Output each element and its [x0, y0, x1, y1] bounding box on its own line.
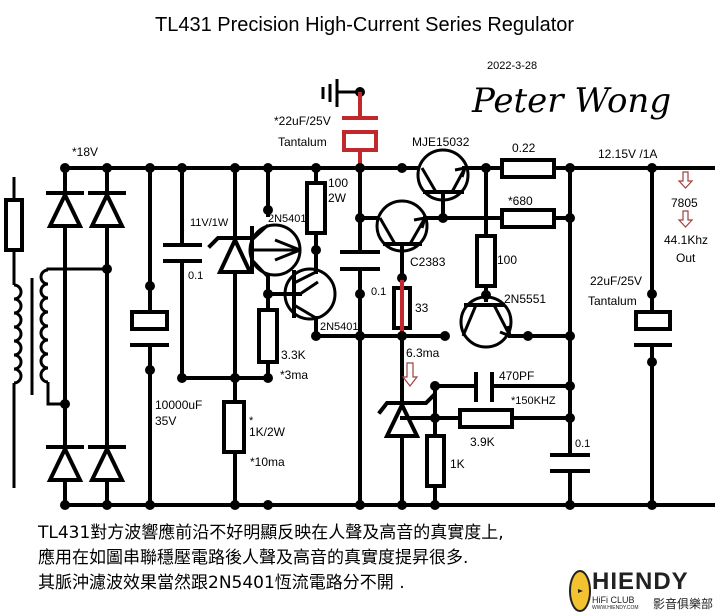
resistor-1k-2w: [222, 400, 246, 454]
regulator-7805-label: 7805: [671, 196, 698, 210]
note-line-3: 其脈沖濾波效果當然跟2N5401恆流電路分不開 .: [38, 573, 405, 593]
r-022-label: 0.22: [512, 141, 536, 155]
logo-cn: 影音俱樂部: [653, 597, 714, 611]
r-100b-label: 100: [497, 253, 517, 267]
current-arrow-icon: [401, 362, 419, 387]
r-39k-label: 3.9K: [470, 435, 495, 449]
logo-horn-icon: [569, 570, 591, 612]
out-cap-type: Tantalum: [588, 294, 637, 308]
r-33k-label: 3.3K: [281, 348, 306, 362]
main-cap-voltage: 35V: [155, 414, 176, 428]
q-2n5401-top-label: 2N5401: [268, 213, 307, 225]
date-label: 2022-3-28: [487, 60, 537, 72]
resistor-022: [500, 158, 556, 179]
pass-transistor-mje15032: [416, 148, 470, 220]
out-word-label: Out: [676, 251, 696, 265]
main-cap-value: 10000uF: [155, 398, 202, 412]
signature: Peter Wong: [471, 81, 671, 121]
input-voltage-label: *18V: [72, 145, 98, 159]
fuse-icon: [4, 198, 24, 252]
c-470pf-label: 470PF: [499, 369, 534, 383]
logo-name: HIENDY: [592, 568, 689, 595]
resistor-1k-star: *: [249, 415, 254, 427]
bypass-cap-right: [550, 453, 590, 507]
output-capacitor: [634, 166, 672, 507]
r-1k-label: 1K: [450, 457, 465, 471]
r-100-power: 2W: [328, 191, 347, 205]
q-2n5401-bottom-label: 2N5401: [320, 321, 359, 333]
tantalum-cap-ground: [321, 79, 378, 168]
r-100-value: 100: [328, 176, 348, 190]
primary-coil-icon: [13, 283, 23, 385]
r-680-label: *680: [508, 194, 533, 208]
zener-label: 11V/1W: [190, 217, 229, 229]
q-2n5551-label: 2N5551: [504, 292, 546, 306]
bypass-cap-left: [163, 166, 237, 383]
page-title: TL431 Precision High-Current Series Regu…: [155, 14, 574, 36]
note-line-1: TL431對方波響應前沿不好明顯反映在人聲及高音的真實度上,: [38, 523, 504, 543]
cap-left-label: 0.1: [188, 270, 203, 282]
r-33-label: 33: [415, 301, 429, 315]
tl431-shunt-regulator: [377, 372, 575, 507]
out-cap-value: 22uF/25V: [590, 274, 642, 288]
current-source-2n5401: [233, 166, 362, 383]
down-arrow-icon: [677, 171, 694, 189]
secondary-coil-icon: [39, 268, 49, 384]
out-441-label: 44.1Khz: [664, 233, 708, 247]
bridge-rectifier: [46, 166, 126, 507]
down-arrow-icon: [677, 210, 694, 228]
logo-sub: HiFi CLUB: [592, 595, 635, 605]
tantalum-top-value: *22uF/25V: [274, 114, 331, 128]
note-line-2: 應用在如圖串聯穩壓電路後人聲及高音的真實度提昇很多.: [38, 548, 469, 568]
q-c2383-label: C2383: [410, 255, 446, 269]
main-filter-capacitor: [130, 166, 169, 507]
cap-mid-label: 0.1: [371, 286, 386, 298]
tantalum-top-type: Tantalum: [278, 135, 327, 149]
logo-url: WWW.HIENDY.COM: [592, 605, 639, 611]
freq-150khz-label: *150KHZ: [511, 395, 556, 407]
hiendy-logo: HIENDY HiFi CLUB WWW.HIENDY.COM 影音俱樂部: [565, 568, 713, 614]
current-10ma-label: *10ma: [250, 455, 285, 469]
resistor-680: [500, 208, 575, 229]
output-spec-label: 12.15V /1A: [598, 147, 657, 161]
current-63ma-label: 6.3ma: [406, 346, 440, 360]
current-3ma-label: *3ma: [280, 368, 308, 382]
mains-input: [4, 177, 107, 488]
top-rail-nodes: [60, 163, 657, 173]
cap-right-label: 0.1: [575, 438, 590, 450]
q-mje15032-label: MJE15032: [412, 135, 470, 149]
bottom-rail-nodes: [60, 500, 657, 510]
resistor-1k-label: 1K/2W: [249, 425, 286, 439]
